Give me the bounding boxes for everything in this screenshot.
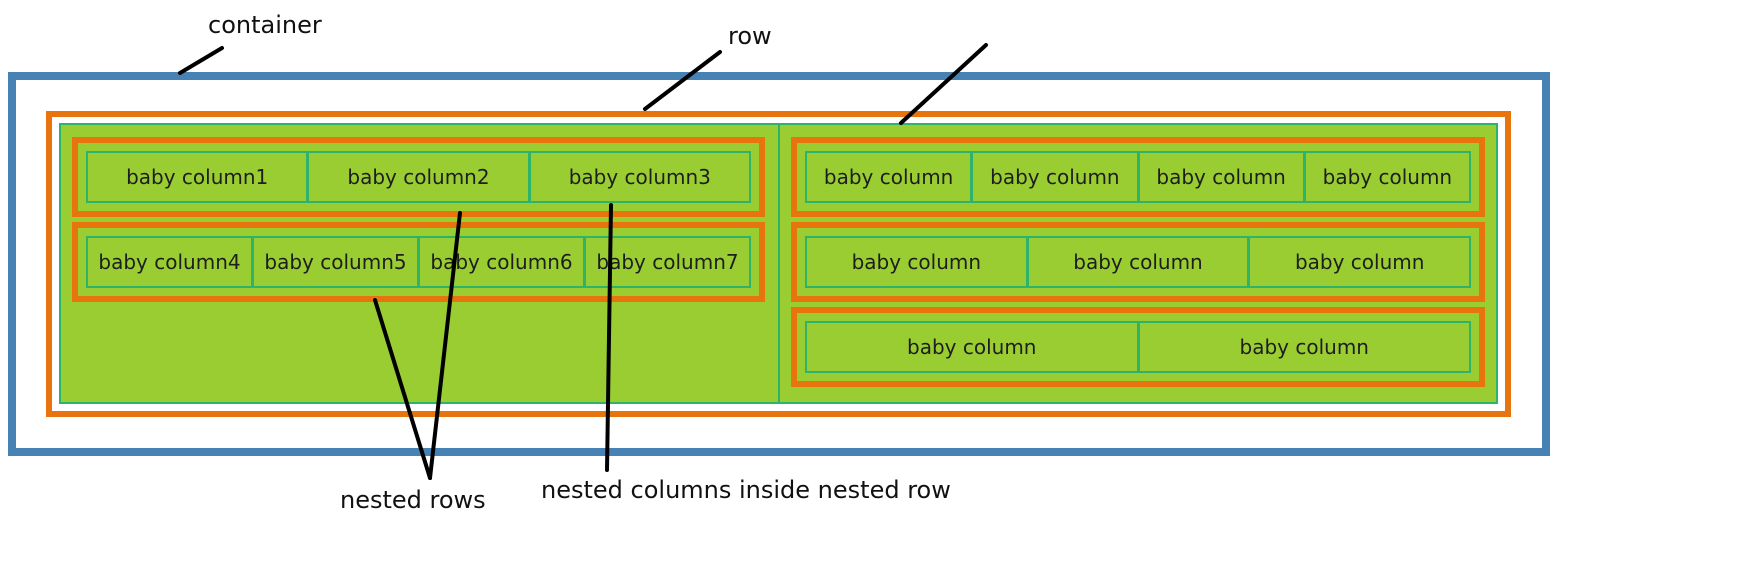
baby-column: baby column [1029,238,1251,286]
nested-row-left-1-cells: baby column1 baby column2 baby column3 [86,151,751,203]
baby-column: baby column7 [596,250,739,274]
baby-column: baby column [807,238,1029,286]
baby-column: baby column6 [420,238,586,286]
nested-row-right-2-cells: baby column baby column baby column [805,236,1471,288]
baby-column: baby column2 [309,153,531,201]
baby-column: baby column [1322,165,1453,189]
nested-row-right-3-cells: baby column baby column [805,321,1471,373]
baby-column: baby column [1140,153,1306,201]
nested-row-right-2 [791,222,1485,302]
baby-column: baby column [1294,250,1425,274]
row-label: row [728,22,772,50]
nested-columns-label: nested columns inside nested row [541,476,951,504]
baby-column: baby column4 [88,238,254,286]
baby-column: baby column3 [568,165,711,189]
baby-column: baby column [973,153,1140,201]
baby-column: baby column1 [88,153,310,201]
baby-column: baby column [807,323,1140,371]
container-pointer [178,46,224,75]
baby-column: baby column [807,153,974,201]
baby-column: baby column [1239,335,1369,359]
nested-row-left-2-cells: baby column4 baby column5 baby column6 b… [86,236,751,288]
container-label: container [208,11,322,39]
baby-column: baby column5 [254,238,420,286]
nested-row-left-1 [72,137,765,217]
nested-rows-label: nested rows [340,486,486,514]
nested-row-right-1-cells: baby column baby column baby column baby… [805,151,1471,203]
